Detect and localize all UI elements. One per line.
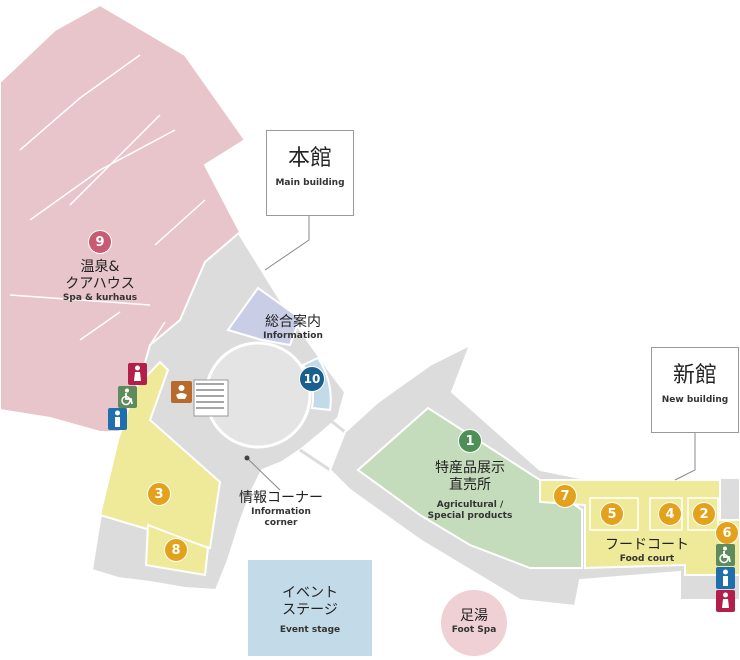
main-building-jp: 本館 [287, 146, 332, 171]
info-corner-label[interactable]: 情報コーナー Information corner [236, 490, 326, 529]
spa-room-dividers [9, 54, 206, 346]
event-stage-en: Event stage [279, 625, 341, 635]
foot-spa-area [441, 590, 507, 656]
event-stage-area [248, 560, 372, 656]
event-stage-jp-line1: イベント [282, 585, 338, 601]
food-court-badge-2[interactable]: 2 [692, 502, 716, 526]
food-court-jp: フードコート [605, 537, 689, 553]
agricultural-jp-line1: 特産品展示 [435, 460, 505, 476]
information-jp: 総合案内 [265, 314, 321, 330]
womens-restroom-icon [716, 590, 735, 612]
agricultural-jp-line2: 直売所 [449, 477, 491, 493]
new-building-callout: 新館 New building [651, 347, 739, 433]
agricultural-number-badge[interactable]: 1 [458, 429, 482, 453]
information-number-badge[interactable]: 10 [299, 366, 325, 392]
spa-label[interactable]: 温泉& クアハウス Spa & kurhaus [60, 259, 140, 304]
event-stage-jp-line2: ステージ [282, 602, 338, 618]
information-en: Information [263, 331, 323, 341]
information-label[interactable]: 総合案内 Information [252, 314, 334, 342]
spa-jp-line2: クアハウス [65, 276, 135, 292]
shop-3-area [98, 360, 222, 550]
main-building-callout: 本館 Main building [266, 130, 354, 216]
food-court-badge-7[interactable]: 7 [553, 484, 577, 508]
main-building-en: Main building [275, 178, 345, 188]
agricultural-en-line1: Agricultural / [436, 500, 504, 510]
stairs-icon [193, 379, 229, 417]
event-stage-label[interactable]: イベント ステージ Event stage [248, 585, 372, 636]
info-corner-marker [244, 455, 250, 461]
food-court-badge-5[interactable]: 5 [600, 502, 624, 526]
food-court-label[interactable]: フードコート Food court [597, 537, 697, 565]
foot-spa-en: Foot Spa [451, 625, 497, 635]
info-corner-en-line1: Information [251, 507, 311, 517]
agricultural-en-line2: Special products [427, 511, 513, 521]
womens-restroom-icon [128, 363, 147, 385]
info-corner-jp: 情報コーナー [239, 490, 323, 506]
new-building-jp: 新館 [672, 363, 717, 388]
agricultural-label[interactable]: 特産品展示 直売所 Agricultural / Special product… [420, 460, 520, 522]
leader-lines [246, 215, 696, 491]
connecting-corridor [299, 410, 346, 472]
food-court-badge-6[interactable]: 6 [715, 521, 739, 545]
accessible-restroom-icon [716, 544, 735, 566]
mens-restroom-icon [108, 408, 127, 430]
spa-en: Spa & kurhaus [62, 293, 138, 303]
foot-spa-jp: 足湯 [460, 608, 488, 624]
shop-3-badge[interactable]: 3 [147, 482, 171, 506]
spa-jp-line1: 温泉& [80, 259, 120, 275]
shop-8-badge[interactable]: 8 [164, 538, 188, 562]
mens-restroom-icon [716, 567, 735, 589]
new-building-en: New building [661, 395, 729, 405]
spa-kurhaus-area [0, 3, 247, 433]
accessible-restroom-icon [118, 386, 137, 408]
food-court-en: Food court [619, 554, 675, 564]
info-corner-en-line2: corner [264, 518, 298, 528]
baby-room-icon [171, 381, 192, 403]
food-court-badge-4[interactable]: 4 [658, 502, 682, 526]
spa-number-badge[interactable]: 9 [88, 230, 112, 254]
information-counter-area [226, 286, 302, 347]
food-court-stalls [589, 497, 719, 531]
foot-spa-label[interactable]: 足湯 Foot Spa [441, 608, 507, 636]
